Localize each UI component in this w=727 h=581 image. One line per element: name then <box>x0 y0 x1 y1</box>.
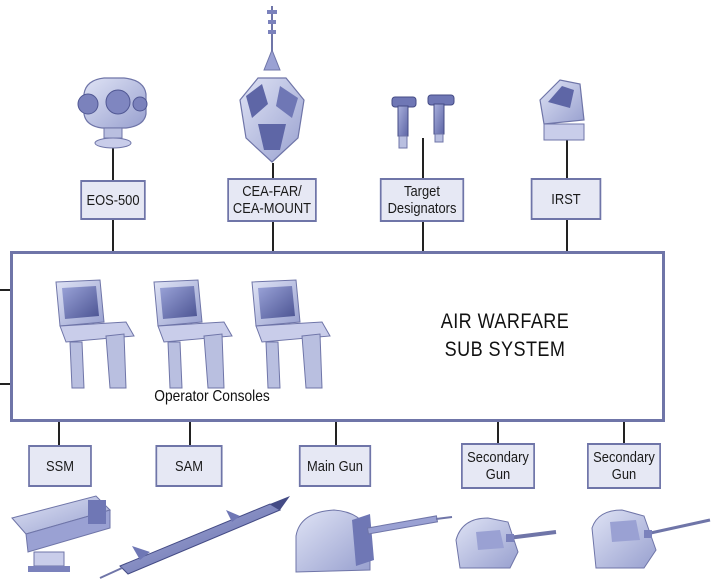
side-link-top <box>0 289 10 291</box>
weapon-label: Secondary <box>593 449 655 466</box>
cea-far-radar-icon <box>239 6 305 163</box>
side-link-bottom <box>0 383 10 385</box>
operator-consoles-label: Operator Consoles <box>154 388 270 405</box>
weapon-label-line2: Gun <box>611 466 637 483</box>
secondary-gun-icon-2 <box>591 509 711 569</box>
subsystem-title-line1: AIR WARFARE <box>440 310 570 333</box>
weapon-label: Main Gun <box>307 457 363 475</box>
connector-cea <box>272 163 274 179</box>
connector-designators-bus <box>422 221 424 252</box>
connector-eos <box>112 148 114 186</box>
connector-maingun <box>335 421 337 445</box>
sensor-label: Target <box>404 183 440 200</box>
weapon-label-line2: Gun <box>485 466 511 483</box>
sensor-label-line2: CEA-MOUNT <box>232 200 312 217</box>
sensor-box-cea: CEA-FAR/CEA-MOUNT <box>227 178 317 222</box>
eos500-sensor-icon <box>77 77 148 149</box>
secondary-gun-icon-1 <box>455 517 557 569</box>
sensor-label: IRST <box>551 190 581 208</box>
main-gun-icon <box>295 509 453 573</box>
sensor-box-eos500: EOS-500 <box>80 180 146 220</box>
connector-ssm <box>58 421 60 445</box>
sam-missile-icon <box>99 496 290 579</box>
connector-designators <box>422 138 424 178</box>
sensor-label-line2: Designators <box>387 200 457 217</box>
connector-eos-bus <box>112 219 114 252</box>
sensor-label: CEA-FAR/ <box>242 183 302 200</box>
weapon-box-ssm: SSM <box>28 445 92 487</box>
weapon-label: SSM <box>46 457 74 475</box>
connector-cea-bus <box>272 221 274 252</box>
subsystem-title: AIR WARFARE SUB SYSTEM <box>432 308 578 364</box>
connector-secgun-2 <box>623 421 625 445</box>
connector-sam <box>189 421 191 445</box>
weapon-label: Secondary <box>467 449 529 466</box>
sensor-label: EOS-500 <box>86 191 140 209</box>
weapon-box-sam: SAM <box>155 445 223 487</box>
connector-irst <box>566 140 568 178</box>
connector-irst-bus <box>566 220 568 252</box>
weapon-box-main-gun: Main Gun <box>298 445 372 487</box>
weapon-label: SAM <box>175 457 203 475</box>
connector-secgun-1 <box>497 421 499 445</box>
ssm-launcher-icon <box>11 495 111 572</box>
subsystem-title-line2: SUB SYSTEM <box>444 338 566 361</box>
sensor-box-irst: IRST <box>530 178 602 220</box>
irst-sensor-icon <box>539 79 585 141</box>
